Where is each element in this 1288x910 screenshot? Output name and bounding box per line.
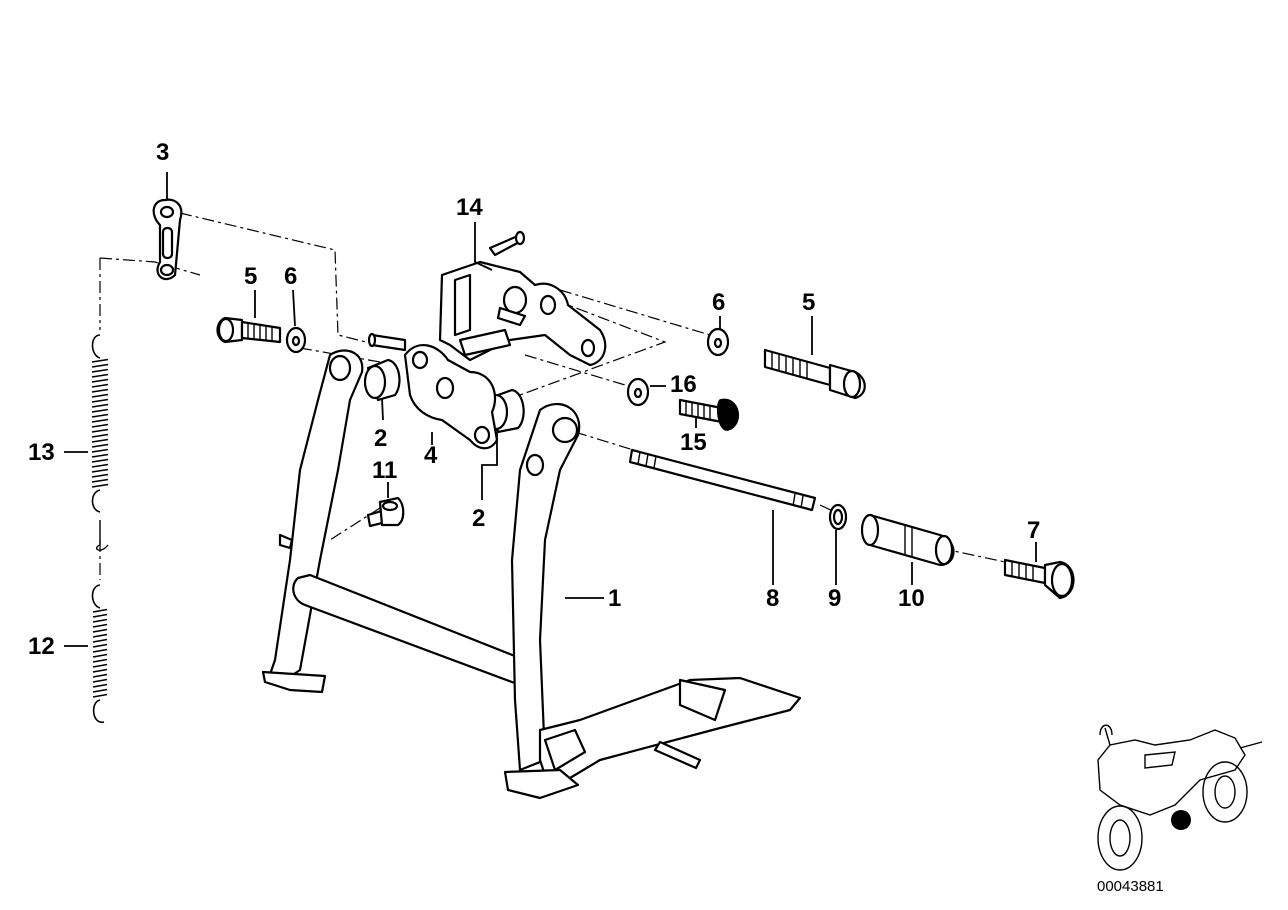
- washer-left: [285, 326, 307, 354]
- retaining-ring: [828, 503, 848, 531]
- leader-lines: [64, 172, 1037, 647]
- callout-5-right: 5: [802, 289, 815, 316]
- callout-12: 12: [28, 633, 55, 660]
- callout-2-upper: 2: [374, 425, 387, 452]
- shaft: [628, 448, 817, 512]
- callout-14: 14: [456, 194, 483, 221]
- callout-13: 13: [28, 439, 55, 466]
- callout-15: 15: [680, 429, 707, 456]
- bolt-right: [763, 348, 866, 400]
- callout-8: 8: [766, 585, 779, 612]
- spring-bracket-plate: [152, 198, 183, 281]
- link-plate: [403, 344, 499, 450]
- callout-5-left: 5: [244, 263, 257, 290]
- frame-bracket: [438, 230, 607, 367]
- rubber-stop: [678, 398, 739, 431]
- screw: [1003, 558, 1075, 600]
- bushing-upper: [363, 358, 401, 402]
- main-stand: [261, 349, 802, 800]
- motorcycle-locator-icon: 00043881: [1097, 724, 1263, 895]
- location-marker-dot: [1171, 810, 1191, 830]
- bolt-left: [216, 316, 282, 344]
- spring-long: [91, 334, 109, 551]
- callout-10: 10: [898, 585, 925, 612]
- washer-16: [626, 377, 650, 407]
- callout-4: 4: [424, 442, 438, 469]
- callout-6-left: 6: [284, 263, 297, 290]
- callout-3: 3: [156, 139, 169, 166]
- sleeve: [860, 513, 955, 567]
- callout-7: 7: [1027, 517, 1040, 544]
- callout-1: 1: [608, 585, 621, 612]
- callout-2-lower: 2: [472, 505, 485, 532]
- spring-short: [91, 584, 108, 723]
- callout-9: 9: [828, 585, 841, 612]
- nut-bolt: [366, 496, 405, 528]
- image-code: 00043881: [1097, 878, 1164, 895]
- washer-right: [706, 327, 730, 357]
- callout-labels: 3 5 6 14 6 5 16 15 2 4 11 2 13 12 1 8 9 …: [28, 139, 1040, 660]
- callout-16: 16: [670, 371, 697, 398]
- callout-6-right: 6: [712, 289, 725, 316]
- pin: [367, 332, 407, 352]
- callout-11: 11: [372, 457, 397, 484]
